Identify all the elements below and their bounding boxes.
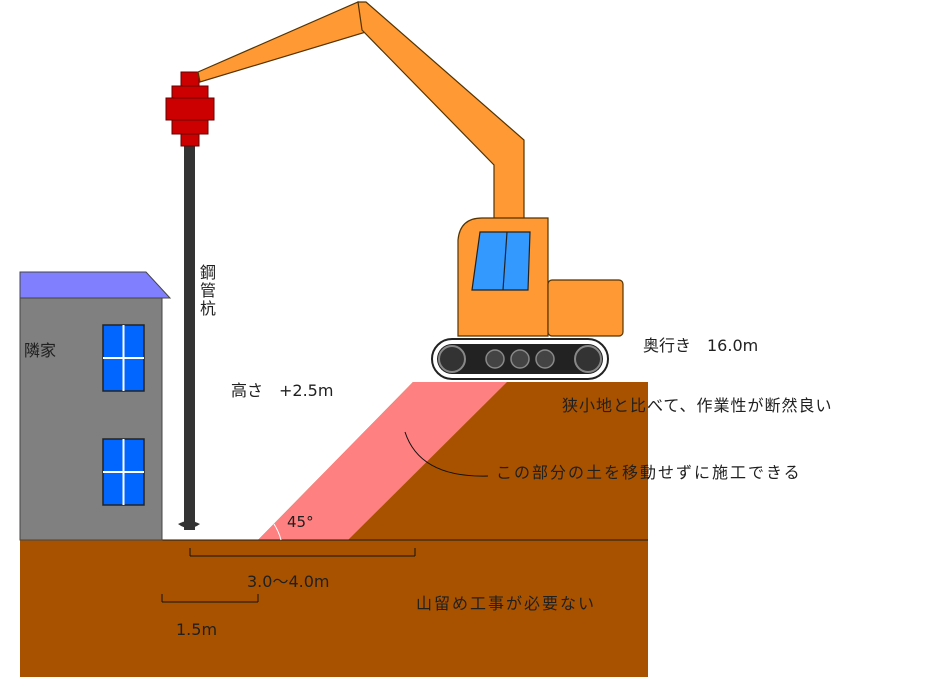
no-retaining-label: 山留め工事が必要ない bbox=[416, 594, 597, 613]
distance-1-5m-label: 1.5m bbox=[176, 620, 218, 639]
house-window-lower bbox=[102, 438, 145, 506]
excavator-boom bbox=[357, 1, 525, 241]
workability-label: 狭小地と比べて、作業性が断然良い bbox=[562, 396, 833, 415]
dimension-3to4m bbox=[189, 548, 416, 557]
distance-3to4m-label: 3.0～4.0m bbox=[247, 572, 330, 591]
dimension-1-5m bbox=[161, 594, 259, 603]
angle-label: 45° bbox=[287, 513, 314, 531]
house-roof bbox=[19, 271, 172, 299]
height-label: 高さ +2.5m bbox=[231, 381, 334, 400]
excavator-crawler bbox=[431, 338, 609, 380]
soil-note-label: この部分の土を移動せずに施工できる bbox=[496, 463, 802, 482]
excavator-engine bbox=[547, 279, 624, 337]
house-window-upper bbox=[102, 324, 145, 392]
excavator-cab-window bbox=[471, 231, 531, 291]
pile-driver-head bbox=[165, 71, 215, 147]
pile-label: 鋼管杭 bbox=[197, 264, 216, 318]
angle-arc bbox=[273, 523, 282, 541]
neighbor-house-label: 隣家 bbox=[24, 341, 57, 360]
soil-note-leader bbox=[404, 431, 489, 477]
depth-label: 奥行き 16.0m bbox=[643, 336, 759, 355]
pile-tip bbox=[178, 521, 200, 528]
ground-soil bbox=[20, 540, 648, 677]
pile-shaft bbox=[184, 145, 195, 530]
soil-wedge bbox=[258, 382, 507, 540]
excavator-stick bbox=[197, 1, 367, 83]
